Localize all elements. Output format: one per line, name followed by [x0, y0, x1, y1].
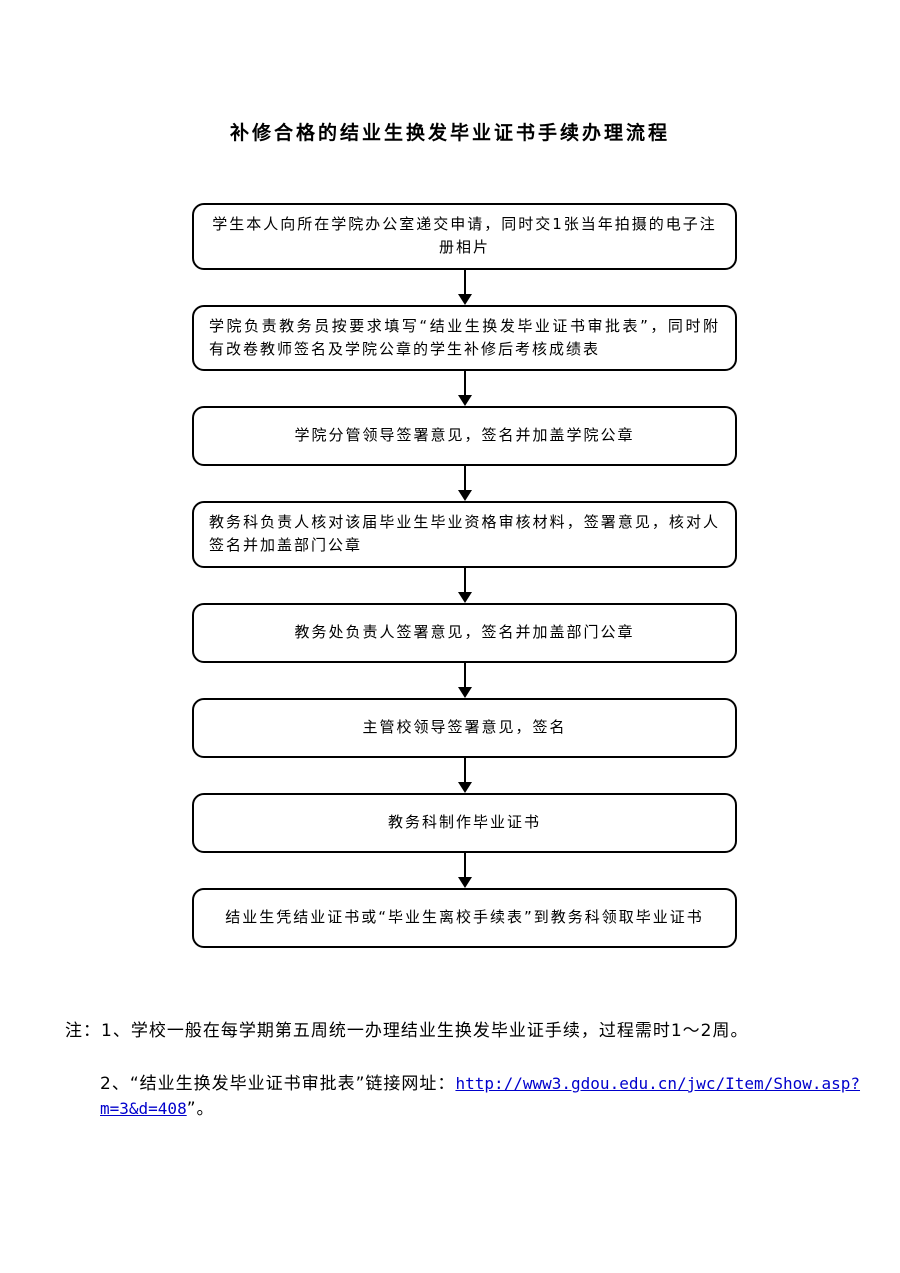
flow-step-college-leader-sign: 学院分管领导签署意见，签名并加盖学院公章 — [192, 406, 737, 466]
flow-step-label: 教务处负责人签署意见，签名并加盖部门公章 — [294, 622, 635, 641]
footnotes: 注：1、学校一般在每学期第五周统一办理结业生换发毕业证手续，过程需时1～2周。 … — [0, 1016, 900, 1119]
down-arrow-icon — [457, 757, 472, 793]
down-arrow-icon — [457, 371, 472, 406]
flow-step-label: 学院分管领导签署意见，签名并加盖学院公章 — [294, 426, 635, 445]
flow-step-label: 学生本人向所在学院办公室递交申请，同时交1张当年拍摄的电子注册相片 — [212, 215, 717, 257]
down-arrow-icon — [457, 567, 472, 603]
arrow-line — [463, 757, 466, 782]
flow-step-fill-approval-form: 学院负责教务员按要求填写“结业生换发毕业证书审批表”，同时附有改卷教师签名及学院… — [192, 304, 737, 371]
arrow-line — [463, 371, 466, 395]
flow-step-label: 教务科制作毕业证书 — [387, 812, 541, 831]
flow-step-label: 主管校领导签署意见，签名 — [362, 717, 567, 736]
flow-step-registry-office-sign: 教务处负责人签署意见，签名并加盖部门公章 — [192, 602, 737, 663]
arrow-head — [457, 490, 472, 501]
arrow-head — [457, 876, 472, 888]
arrow-head — [457, 686, 472, 698]
down-arrow-icon — [457, 852, 472, 888]
arrow-head — [457, 781, 472, 793]
page-title: 补修合格的结业生换发毕业证书手续办理流程 — [229, 122, 670, 144]
note-2-suffix: ”。 — [186, 1099, 215, 1119]
flow-step-label: 结业生凭结业证书或“毕业生离校手续表”到教务科领取毕业证书 — [225, 907, 704, 926]
flow-step-registry-section-verify: 教务科负责人核对该届毕业生毕业资格审核材料，签署意见，核对人签名并加盖部门公章 — [192, 501, 737, 568]
arrow-head — [457, 591, 472, 603]
flow-step-make-diploma: 教务科制作毕业证书 — [192, 792, 737, 853]
arrow-head — [457, 293, 472, 305]
arrow-line — [463, 852, 466, 877]
arrow-head — [457, 395, 472, 406]
flow-step-collect-diploma: 结业生凭结业证书或“毕业生离校手续表”到教务科领取毕业证书 — [192, 887, 737, 948]
flow-step-label: 学院负责教务员按要求填写“结业生换发毕业证书审批表”，同时附有改卷教师签名及学院… — [209, 316, 720, 358]
arrow-line — [463, 269, 466, 294]
arrow-line — [463, 466, 466, 490]
down-arrow-icon — [457, 662, 472, 698]
approval-form-link[interactable]: http://www3.gdou.edu.cn/jwc/Item/Show.as… — [100, 1074, 861, 1118]
flow-step-submit-application: 学生本人向所在学院办公室递交申请，同时交1张当年拍摄的电子注册相片 — [192, 203, 737, 270]
flow-step-label: 教务科负责人核对该届毕业生毕业资格审核材料，签署意见，核对人签名并加盖部门公章 — [209, 513, 720, 555]
down-arrow-icon — [457, 466, 472, 501]
down-arrow-icon — [457, 269, 472, 305]
note-2: 2、“结业生换发毕业证书审批表”链接网址：http://www3.gdou.ed… — [100, 1069, 900, 1119]
flowchart: 学生本人向所在学院办公室递交申请，同时交1张当年拍摄的电子注册相片 学院负责教务… — [192, 203, 737, 948]
arrow-line — [463, 567, 466, 592]
arrow-line — [463, 662, 466, 687]
note-2-text: 2、“结业生换发毕业证书审批表”链接网址： — [100, 1074, 456, 1094]
flow-step-school-leader-sign: 主管校领导签署意见，签名 — [192, 697, 737, 758]
note-1: 注：1、学校一般在每学期第五周统一办理结业生换发毕业证手续，过程需时1～2周。 — [65, 1021, 749, 1041]
